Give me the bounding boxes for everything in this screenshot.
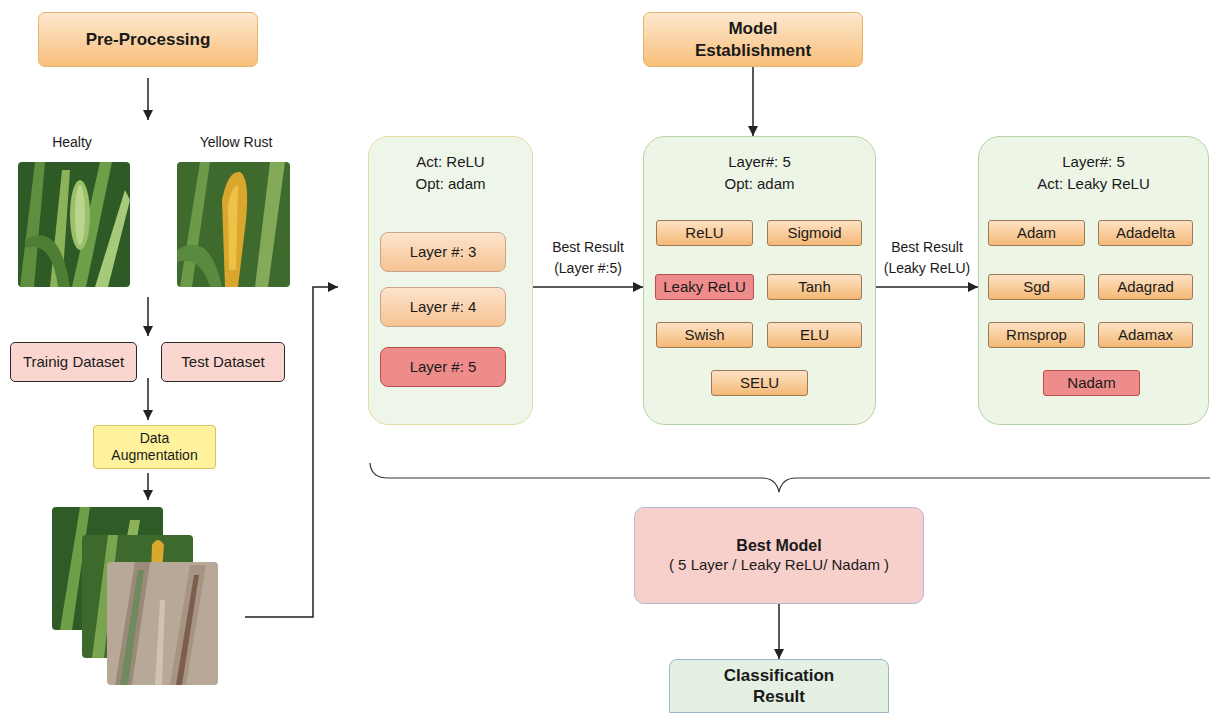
flow-arrow bbox=[147, 378, 149, 420]
flow-arrow bbox=[147, 78, 149, 120]
flow-arrow bbox=[752, 67, 754, 136]
selected-option-box: Layer #: 5 bbox=[380, 347, 506, 387]
node-text: Trainig Dataset bbox=[23, 353, 124, 372]
node-text: Layer#: 5 bbox=[728, 151, 791, 173]
flow-arrow bbox=[147, 473, 149, 500]
node-text: Data Augmentation bbox=[102, 430, 207, 465]
option-box: ELU bbox=[767, 322, 862, 348]
node-text: Test Dataset bbox=[181, 353, 264, 372]
flow-arrow bbox=[876, 286, 978, 288]
option-box: Rmsprop bbox=[988, 322, 1085, 348]
node-text: Tanh bbox=[798, 276, 831, 298]
node-text: Rmsprop bbox=[1006, 324, 1067, 346]
option-box: Layer #: 3 bbox=[380, 232, 506, 272]
node-text: Swish bbox=[684, 324, 724, 346]
node-text: Layer #: 3 bbox=[410, 241, 477, 263]
option-box: Layer #: 4 bbox=[380, 287, 506, 327]
node-text: Best Model bbox=[736, 536, 821, 556]
option-box: Adamax bbox=[1098, 322, 1193, 348]
node-text: SELU bbox=[740, 372, 779, 394]
group-brace bbox=[370, 463, 1210, 492]
image-label: Yellow Rust bbox=[200, 134, 273, 150]
selected-option-box: Leaky ReLU bbox=[655, 274, 754, 300]
node-text: Opt: adam bbox=[724, 173, 794, 195]
dataset-box: Test Dataset bbox=[161, 342, 285, 382]
option-box: ReLU bbox=[656, 220, 753, 246]
node-text: Adamax bbox=[1118, 324, 1173, 346]
selected-option-box: Nadam bbox=[1043, 370, 1140, 396]
node-text: Act: ReLU bbox=[416, 151, 484, 173]
flow-arrow bbox=[147, 297, 149, 336]
process-box: Data Augmentation bbox=[93, 425, 216, 469]
augmented-photos bbox=[52, 507, 218, 685]
dataset-box: Trainig Dataset bbox=[10, 342, 137, 382]
node-text: Layer#: 5 bbox=[1062, 151, 1125, 173]
node-text: Leaky ReLU bbox=[663, 276, 746, 298]
node-text: ( 5 Layer / Leaky ReLU/ Nadam ) bbox=[669, 556, 889, 575]
wheat-photo bbox=[177, 162, 290, 287]
option-box: Adadelta bbox=[1098, 220, 1193, 246]
node-text: Adagrad bbox=[1117, 276, 1174, 298]
flow-arrow bbox=[245, 287, 338, 617]
option-box: Sgd bbox=[988, 274, 1085, 300]
result-box: Best Model( 5 Layer / Leaky ReLU/ Nadam … bbox=[634, 507, 924, 604]
edge-label: Best Result (Leaky ReLU) bbox=[871, 237, 983, 279]
edge-label: Best Result (Layer #:5) bbox=[532, 237, 644, 279]
wheat-photo bbox=[18, 162, 130, 287]
node-text: Act: Leaky ReLU bbox=[1037, 173, 1150, 195]
node-text: Classification Result bbox=[714, 665, 844, 708]
option-box: SELU bbox=[711, 370, 808, 396]
option-box: Sigmoid bbox=[767, 220, 862, 246]
output-box: Classification Result bbox=[669, 659, 889, 713]
node-text: Pre-Processing bbox=[86, 29, 211, 50]
stage-header: Pre-Processing bbox=[38, 12, 258, 67]
node-text: Sigmoid bbox=[787, 222, 841, 244]
experiment-panel: Layer#: 5Opt: adamReLU SigmoidLeaky ReLU T… bbox=[643, 136, 876, 425]
node-text: Layer #: 4 bbox=[410, 296, 477, 318]
option-box: Swish bbox=[656, 322, 753, 348]
experiment-panel: Act: ReLUOpt: adamLayer #: 3 Layer #: 4 La… bbox=[368, 136, 533, 425]
node-text: Layer #: 5 bbox=[410, 356, 477, 378]
node-text: Adadelta bbox=[1116, 222, 1175, 244]
option-box: Tanh bbox=[767, 274, 862, 300]
stage-header: Model Establishment bbox=[643, 12, 863, 67]
image-label: Healty bbox=[52, 134, 92, 150]
flow-arrow bbox=[533, 286, 643, 288]
option-box: Adam bbox=[988, 220, 1085, 246]
experiment-panel: Layer#: 5Act: Leaky ReLUAdamAdadeltaSgdA… bbox=[978, 136, 1209, 425]
node-text: Nadam bbox=[1067, 372, 1115, 394]
node-text: Sgd bbox=[1023, 276, 1050, 298]
node-text: Model Establishment bbox=[688, 18, 818, 61]
option-box: Adagrad bbox=[1098, 274, 1193, 300]
node-text: ELU bbox=[800, 324, 829, 346]
node-text: Adam bbox=[1017, 222, 1056, 244]
node-text: ReLU bbox=[685, 222, 723, 244]
flow-arrow bbox=[778, 604, 780, 659]
node-text: Opt: adam bbox=[415, 173, 485, 195]
